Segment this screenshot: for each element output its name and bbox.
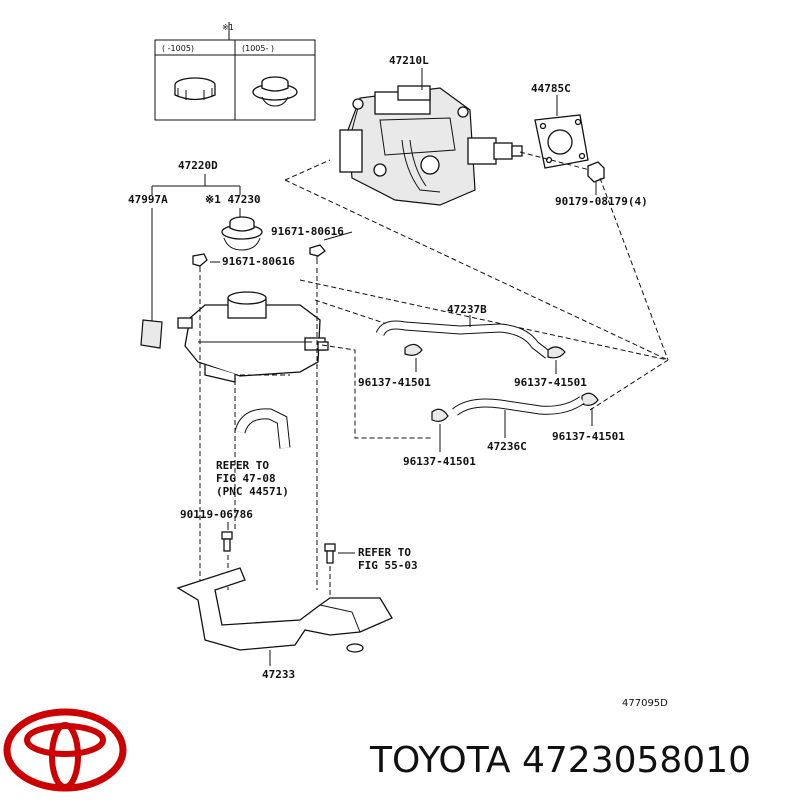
label-bolt-4: 90179-08179(4)	[555, 195, 648, 208]
label-booster: 47210L	[389, 54, 429, 67]
label-gasket: 44785C	[531, 82, 571, 95]
reservoir-cap-old	[174, 77, 216, 101]
brand-part-number: TOYOTA 4723058010	[369, 740, 751, 781]
label-clamp-c: 96137-41501	[403, 455, 476, 468]
label-hose-c: 47236C	[487, 440, 527, 453]
label-bracket: 47233	[262, 668, 295, 681]
hose-clamps: 96137-41501 96137-41501 96137-41501 9613…	[358, 343, 625, 468]
reservoir-cap-new	[252, 76, 298, 107]
inset-col-left: ( -1005)	[162, 44, 194, 53]
label-47997a: 47997A	[128, 193, 168, 206]
label-clamp-d: 96137-41501	[552, 430, 625, 443]
inset-marker: ※1	[222, 23, 234, 32]
booster-nut: 90179-08179(4)	[555, 161, 648, 208]
toyota-logo	[3, 708, 127, 792]
reservoir-hose-47236c: 47236C	[452, 396, 585, 453]
variant-inset: ※1 ( -1005) (1005- )	[154, 22, 316, 121]
drawing-number: 477095D	[622, 698, 668, 709]
label-cap: ※1 47230	[205, 193, 261, 206]
label-reservoir-assy: 47220D	[178, 159, 218, 172]
inset-col-right: (1005- )	[242, 44, 274, 53]
bracket-bolt: 90119-06786	[180, 508, 253, 552]
label-clamp-b: 96137-41501	[514, 376, 587, 389]
label-refer1-line1: REFER TO	[216, 459, 269, 472]
brake-booster: 47210L	[339, 54, 523, 206]
label-refer1-line2: FIG 47-08	[216, 472, 276, 485]
label-refer1-line3: (PNC 44571)	[216, 485, 289, 498]
bracket-bolt-ref: REFER TO FIG 55-03	[324, 543, 418, 572]
reservoir-outlet-hose: REFER TO FIG 47-08 (PNC 44571)	[216, 408, 291, 498]
label-screw-a: 91671-80616	[271, 225, 344, 238]
reservoir-bracket: 47233	[176, 567, 393, 681]
reservoir-label-plate	[140, 208, 163, 349]
label-refer2-line2: FIG 55-03	[358, 559, 418, 572]
label-refer2-line1: REFER TO	[358, 546, 411, 559]
reservoir-screws: 91671-80616 91671-80616	[192, 225, 353, 272]
brake-fluid-reservoir	[177, 291, 329, 383]
reservoir-cap	[221, 208, 263, 251]
reservoir-hose-47237b: 47237B	[375, 303, 551, 359]
booster-gasket: 44785C	[531, 82, 589, 169]
label-hose-b: 47237B	[447, 303, 487, 316]
label-screw-b: 91671-80616	[222, 255, 295, 268]
label-clamp-a: 96137-41501	[358, 376, 431, 389]
label-bolt-b: 90119-06786	[180, 508, 253, 521]
